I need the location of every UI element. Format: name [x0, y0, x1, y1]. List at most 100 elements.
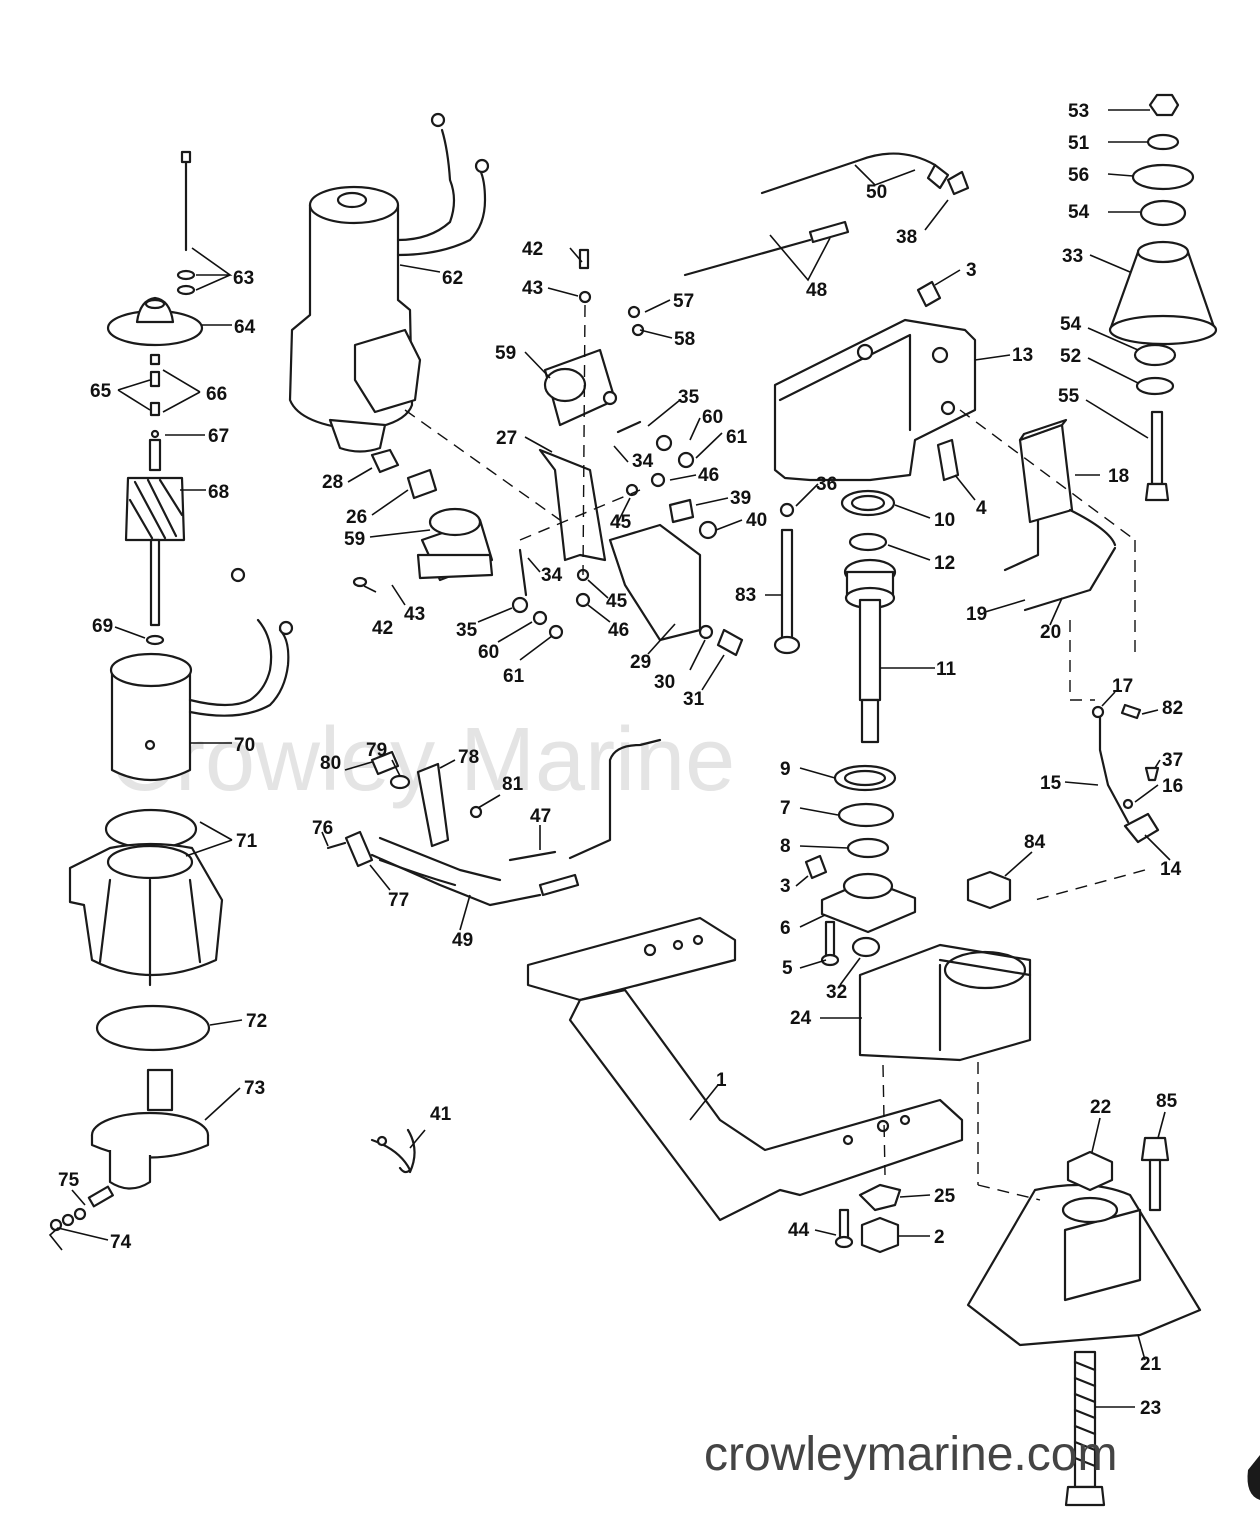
part-78-clip	[416, 762, 450, 848]
callout: 29	[630, 652, 651, 673]
callout: 42	[372, 618, 393, 639]
callout: 35	[456, 620, 478, 641]
callout: 11	[936, 659, 957, 680]
part-69-washer	[145, 634, 165, 646]
callout: 14	[1160, 859, 1182, 880]
callout: 26	[346, 507, 367, 528]
part-18-switch	[1003, 418, 1117, 572]
part-77-clamp	[344, 830, 374, 868]
callout: 62	[442, 268, 463, 289]
part-72-oring	[95, 1004, 211, 1052]
callout: 15	[1040, 773, 1062, 794]
part-23-stud	[1064, 1350, 1106, 1507]
part-3-fitting	[916, 280, 942, 308]
part-26-fitting	[406, 468, 438, 500]
callout: 55	[1058, 386, 1080, 407]
callout: 73	[244, 1078, 265, 1099]
callout: 83	[735, 585, 756, 606]
part-4-spring	[936, 438, 960, 482]
callout: 61	[726, 427, 748, 448]
callout: 43	[404, 604, 425, 625]
part-37-screw	[1144, 766, 1160, 782]
part-28-plug	[370, 448, 400, 474]
callout: 80	[320, 753, 341, 774]
part-41-strap	[370, 1138, 412, 1174]
part-10-seal	[840, 489, 896, 517]
part-32-washer	[851, 936, 881, 958]
part-83-bolt	[773, 528, 801, 655]
callout: 58	[674, 329, 695, 350]
callout: 49	[452, 930, 473, 951]
callout: 45	[606, 591, 628, 612]
part-11-shaft	[843, 558, 897, 744]
alignment-lines	[404, 304, 1146, 1201]
callout: 75	[58, 1170, 80, 1191]
callout: 37	[1162, 750, 1183, 771]
part-33-mount	[1108, 240, 1218, 346]
part-39-bolt	[668, 498, 695, 524]
part-25-lockplate	[858, 1183, 902, 1212]
part-6-bearing-housing	[820, 872, 917, 934]
corner-logo-fragment	[1247, 1455, 1260, 1500]
callout: 70	[234, 735, 255, 756]
callout: 18	[1108, 466, 1129, 487]
part-1-bracket	[526, 916, 964, 1222]
callout: 35	[678, 387, 700, 408]
leader-lines	[48, 109, 1171, 1408]
callout: 28	[322, 472, 343, 493]
callout: 3	[966, 260, 977, 281]
callout: 33	[1062, 246, 1083, 267]
part-8-seal	[846, 837, 890, 859]
part-13-housing	[773, 318, 977, 482]
callout: 47	[530, 806, 551, 827]
part-50-tube	[760, 152, 937, 195]
part-5-bolt	[820, 920, 840, 967]
callout: 17	[1112, 676, 1133, 697]
part-48-tube	[683, 238, 812, 277]
callout: 46	[608, 620, 629, 641]
callout: 72	[246, 1011, 267, 1032]
part-85-bolt	[1140, 1136, 1170, 1212]
callout: 30	[654, 672, 675, 693]
callout: 50	[866, 182, 887, 203]
callout: 54	[1060, 314, 1082, 335]
part-54-grommet	[1139, 199, 1187, 227]
part-54b-grommet	[1133, 343, 1177, 367]
part-17-pin	[1091, 705, 1105, 719]
callout: 19	[966, 604, 987, 625]
part-31-bolt	[716, 628, 744, 657]
part-68-armature	[124, 438, 186, 627]
part-62-motor	[288, 112, 490, 453]
callout: 9	[780, 759, 791, 780]
part-51-washer	[1146, 133, 1180, 151]
callout: 52	[1060, 346, 1081, 367]
callout: 59	[495, 343, 516, 364]
part-24-mount	[858, 943, 1032, 1062]
callout: 16	[1162, 776, 1183, 797]
callout: 68	[208, 482, 229, 503]
callout: 44	[788, 1220, 810, 1241]
part-71-oring-top	[104, 808, 198, 850]
callout: 61	[503, 666, 525, 687]
callout: 32	[826, 982, 847, 1003]
part-22-nut	[1066, 1150, 1114, 1192]
parts-artwork	[49, 93, 1218, 1507]
callout: 63	[233, 268, 254, 289]
callout: 8	[780, 836, 791, 857]
part-80-bolt	[370, 750, 400, 776]
part-84-nut	[966, 870, 1012, 910]
callout: 48	[806, 280, 827, 301]
callout: 40	[746, 510, 767, 531]
callout: 3	[780, 876, 791, 897]
callout: 82	[1162, 698, 1183, 719]
callout: 45	[610, 512, 632, 533]
part-71-reservoir	[68, 842, 224, 987]
callout: 34	[541, 565, 563, 586]
part-7-oring	[837, 802, 895, 828]
callout: 56	[1068, 165, 1089, 186]
callout: 20	[1040, 622, 1061, 643]
callout: 81	[502, 774, 524, 795]
part-14-arm	[1123, 812, 1160, 844]
part-65-pin	[149, 353, 161, 366]
